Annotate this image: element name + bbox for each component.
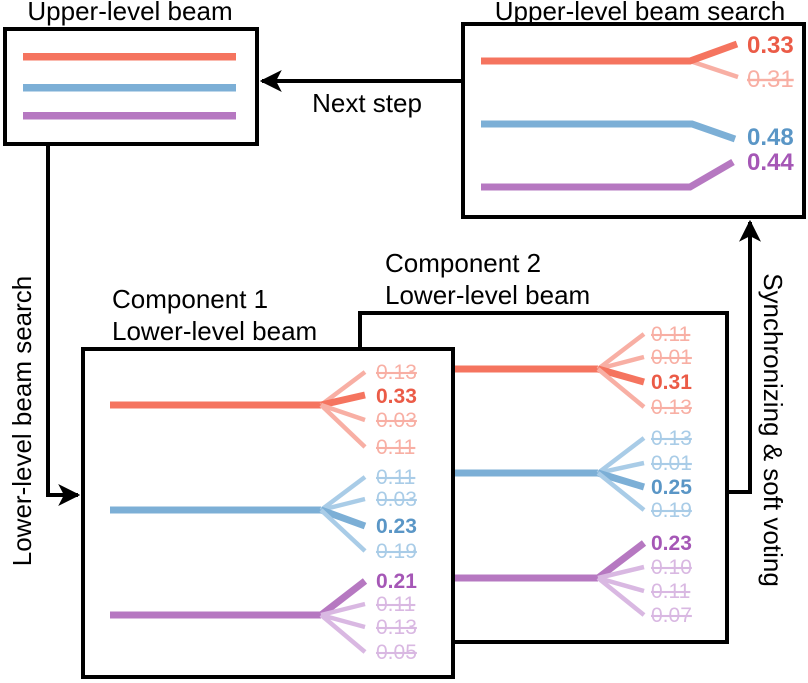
component1-title-line1: Component 1 (112, 284, 268, 314)
sync-soft-voting-arrow (727, 219, 761, 494)
c1-blue-branch-3-selected (319, 506, 367, 530)
us-red-value-rejected: 0.31 (747, 66, 794, 93)
c2-purple-value-3: 0.11 (651, 580, 690, 603)
c1-purple-value-2: 0.11 (376, 593, 415, 616)
upper-search-red-beam: 0.33 0.31 (481, 32, 794, 93)
us-red-branch-rejected (689, 58, 739, 80)
c1-blue-value-1: 0.11 (376, 466, 415, 489)
c1-blue-value-3-selected: 0.23 (376, 515, 417, 538)
c2-red-value-3-selected: 0.31 (651, 371, 692, 394)
c1-red-branch-1 (319, 370, 367, 407)
c2-purple-branch-3 (597, 575, 645, 594)
c1-red-branch-2-selected (320, 391, 366, 409)
c1-purple-branch-4 (319, 613, 367, 654)
c1-purple-value-4: 0.05 (376, 641, 417, 664)
component1-purple-beam: 0.21 0.11 0.13 0.05 (110, 570, 417, 664)
c2-purple-branch-4 (596, 576, 646, 617)
c2-purple-branch-1-selected (595, 540, 647, 581)
c1-red-value-1: 0.13 (376, 361, 417, 384)
us-red-value-selected: 0.33 (747, 32, 794, 59)
upper-search-blue-beam: 0.48 (481, 120, 794, 151)
c1-blue-branch-1 (319, 475, 367, 512)
upper-beam-bar-blue (23, 84, 236, 92)
us-purple-value: 0.44 (747, 149, 794, 176)
c2-blue-branch-4 (596, 471, 646, 512)
c2-blue-value-4: 0.19 (651, 499, 692, 522)
next-step-label: Next step (312, 88, 422, 118)
c2-purple-value-1-selected: 0.23 (651, 532, 692, 555)
lower-level-search-arrow (46, 146, 81, 506)
c2-blue-value-1: 0.13 (651, 427, 692, 450)
c2-blue-branch-1 (596, 436, 646, 475)
c2-red-branch-4 (596, 367, 646, 409)
c1-blue-branch-2 (320, 496, 366, 513)
component1-title-line2: Lower-level beam (112, 316, 317, 346)
upper-beam-bar-purple (23, 112, 236, 120)
c2-purple-branch-2 (597, 564, 645, 581)
c2-blue-branch-2 (597, 460, 645, 476)
c1-purple-branch-2 (320, 601, 366, 618)
us-blue-line (481, 120, 737, 143)
component2-blue-beam: 0.13 0.01 0.25 0.19 (445, 427, 692, 522)
upper-search-title: Upper-level beam search (495, 0, 785, 26)
us-red-line-selected (481, 40, 739, 65)
c2-blue-value-3-selected: 0.25 (651, 476, 692, 499)
sync-soft-voting-label: Synchronizing & soft voting (758, 273, 788, 587)
c2-red-value-2: 0.01 (651, 346, 692, 369)
c2-purple-value-4: 0.07 (651, 604, 692, 627)
component2-purple-beam: 0.23 0.10 0.11 0.07 (445, 532, 692, 627)
us-blue-value: 0.48 (747, 124, 794, 151)
c2-red-value-4: 0.13 (651, 396, 692, 419)
c1-purple-branch-3 (320, 612, 366, 630)
component2-title-line2: Lower-level beam (385, 280, 590, 310)
lower-level-search-label: Lower-level beam search (7, 276, 37, 566)
c1-red-value-2-selected: 0.33 (376, 385, 417, 408)
c1-purple-value-3: 0.13 (376, 616, 417, 639)
c1-purple-branch-1-selected (318, 578, 368, 618)
c1-blue-value-4: 0.19 (376, 540, 417, 563)
c1-purple-value-1-selected: 0.21 (376, 570, 417, 593)
component2-red-beam: 0.11 0.01 0.31 0.13 (445, 323, 692, 419)
component1-blue-beam: 0.11 0.03 0.23 0.19 (110, 466, 417, 563)
c1-red-value-4: 0.11 (376, 436, 415, 459)
c2-red-branch-1 (596, 332, 646, 371)
component1-red-beam: 0.13 0.33 0.03 0.11 (110, 361, 417, 459)
c2-red-branch-3-selected (597, 365, 645, 386)
c1-red-branch-4 (319, 403, 367, 449)
c1-red-branch-3 (320, 402, 366, 423)
c1-blue-value-2: 0.03 (376, 488, 417, 511)
upper-search-purple-beam: 0.44 (481, 149, 794, 191)
c1-blue-branch-4 (319, 508, 367, 553)
upper-beam-bar-red (23, 53, 236, 61)
c2-blue-value-2: 0.01 (651, 452, 692, 475)
c2-red-branch-2 (597, 354, 645, 372)
c1-red-value-3: 0.03 (376, 409, 417, 432)
c2-purple-value-2: 0.10 (651, 556, 692, 579)
us-purple-line (481, 158, 735, 191)
component2-title-line1: Component 2 (385, 248, 541, 278)
c2-blue-branch-3-selected (596, 469, 646, 491)
c2-red-value-1: 0.11 (651, 323, 690, 346)
upper-beam-title: Upper-level beam (27, 0, 232, 26)
